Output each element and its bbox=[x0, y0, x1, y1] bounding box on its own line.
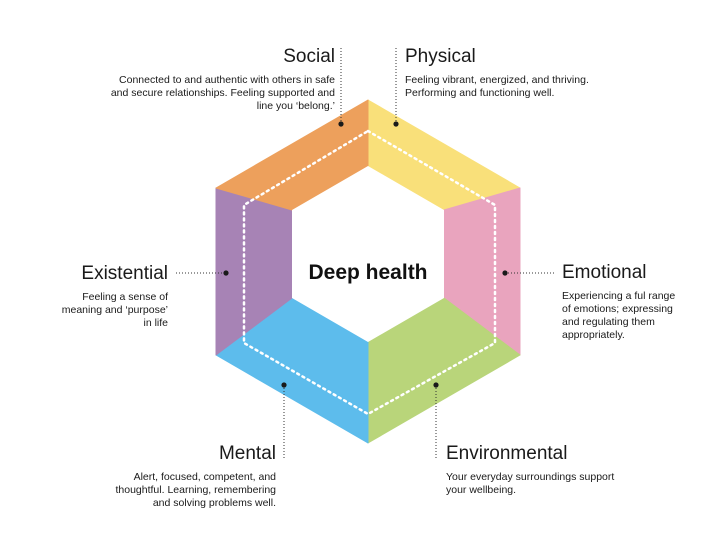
dotted-loop bbox=[242, 129, 497, 416]
center-label: Deep health bbox=[308, 261, 427, 284]
inner-hexagon bbox=[292, 166, 444, 342]
social-connector-dot bbox=[338, 121, 344, 127]
label-social: Social Connected to and authentic with o… bbox=[100, 46, 335, 113]
label-emotional: Emotional Experiencing a ful range of em… bbox=[562, 262, 677, 342]
existential-connector-dot bbox=[223, 270, 229, 276]
label-mental: Mental Alert, focused, competent, and th… bbox=[106, 443, 276, 510]
mental-title: Mental bbox=[218, 443, 276, 464]
label-existential: Existential Feeling a sense of meaning a… bbox=[60, 263, 168, 330]
physical-connector-dot bbox=[393, 121, 399, 127]
label-environmental: Environmental Your everyday surroundings… bbox=[446, 443, 636, 497]
social-description: Connected to and authentic with others i… bbox=[110, 74, 335, 112]
existential-title: Existential bbox=[81, 263, 168, 284]
physical-description: Feeling vibrant, energized, and thriving… bbox=[405, 74, 589, 99]
emotional-title: Emotional bbox=[562, 262, 647, 283]
physical-title: Physical bbox=[405, 46, 476, 67]
emotional-description: Experiencing a ful range of emotions; ex… bbox=[562, 290, 676, 341]
mental-connector-dot bbox=[281, 382, 287, 388]
label-physical: Physical Feeling vibrant, energized, and… bbox=[405, 46, 630, 100]
mental-description: Alert, focused, competent, and thoughtfu… bbox=[115, 471, 276, 509]
environmental-description: Your everyday surroundings support your … bbox=[446, 471, 615, 496]
environmental-connector-dot bbox=[433, 382, 439, 388]
environmental-title: Environmental bbox=[446, 443, 568, 464]
existential-description: Feeling a sense of meaning and ‘purpose’… bbox=[61, 291, 168, 329]
emotional-connector-dot bbox=[502, 270, 508, 276]
social-title: Social bbox=[283, 46, 335, 67]
